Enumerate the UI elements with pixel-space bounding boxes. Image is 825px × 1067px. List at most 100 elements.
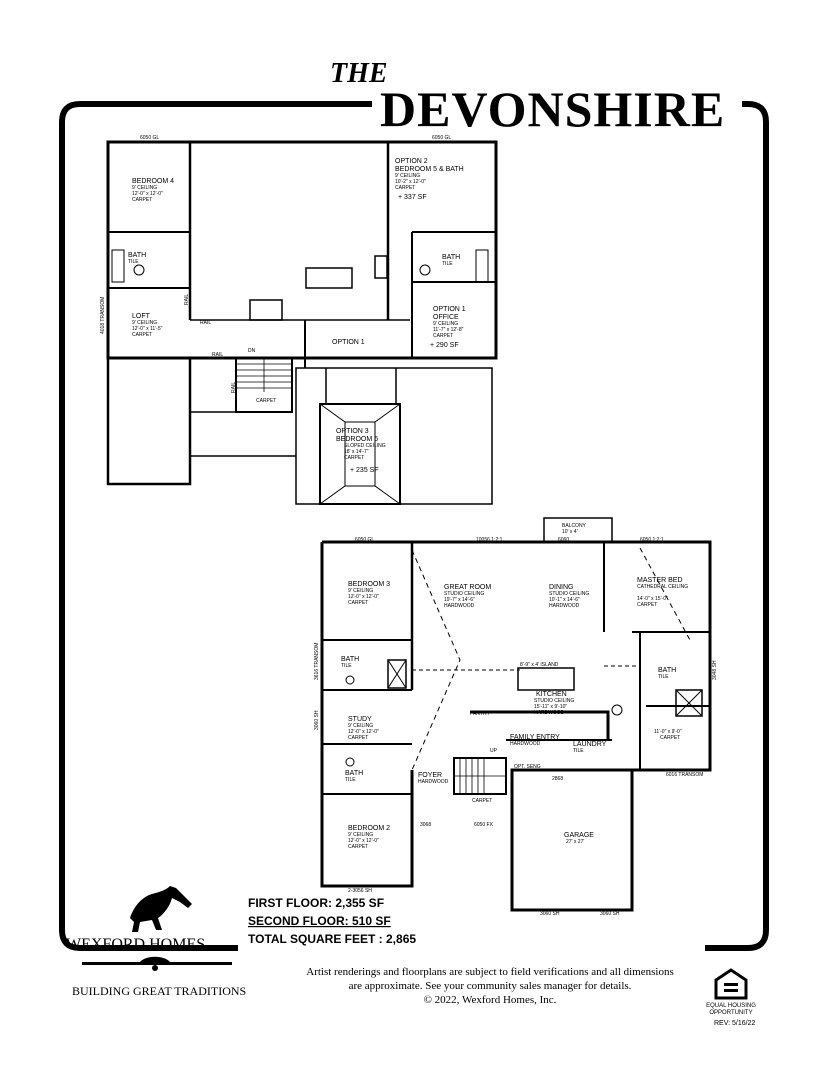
option3-room: BEDROOM 6 xyxy=(336,436,378,443)
great-room-floor: HARDWOOD xyxy=(444,603,475,609)
study-label: STUDY xyxy=(348,716,372,723)
dining-size: 10'-1" x 14'-6" xyxy=(549,597,580,603)
dim-3048: 3048 SH xyxy=(712,660,718,680)
option1-office-size: 11'-7" x 12'-8" xyxy=(433,327,464,333)
rail-1: RAIL xyxy=(184,294,190,305)
rail-2: RAIL xyxy=(200,320,211,326)
bath-b3-floor: TILE xyxy=(341,663,352,669)
transom-2f: 4018 TRANSOM xyxy=(100,297,106,334)
bedroom4-floor: CARPET xyxy=(132,197,152,203)
stair-carpet-1f: CARPET xyxy=(472,798,492,804)
option2-room: BEDROOM 5 & BATH xyxy=(395,166,464,173)
study-ceiling: 9' CEILING xyxy=(348,723,373,729)
dim-3060: 3060 SH xyxy=(314,710,320,730)
dim-top-right: 6050 1:2:1 xyxy=(640,537,664,543)
dim-garage-1: 3060 SH xyxy=(540,911,560,917)
copyright: © 2022, Wexford Homes, Inc. xyxy=(423,994,557,1006)
page-title: DEVONSHIRE xyxy=(380,81,726,137)
loft-size: 12'-0" x 11'-5" xyxy=(132,326,163,332)
bedroom2-floor: CARPET xyxy=(348,844,368,850)
page-frame-right xyxy=(705,101,769,951)
total-first-floor: FIRST FLOOR: 2,355 SF xyxy=(248,896,384,910)
option3-ceiling: SLOPED CEILING xyxy=(344,443,386,449)
foyer-floor: HARDWOOD xyxy=(418,779,449,785)
study-floor: CARPET xyxy=(348,735,368,741)
master-bath-label: BATH xyxy=(658,667,676,674)
study-size: 12'-0" x 12'-0" xyxy=(348,729,379,735)
equal-housing-icon xyxy=(714,968,748,1000)
brand-tagline: BUILDING GREAT TRADITIONS xyxy=(72,984,247,998)
rail-4: RAIL xyxy=(231,382,237,393)
kitchen-label: KITCHEN xyxy=(536,691,567,698)
total-second-floor: SECOND FLOOR: 510 SF xyxy=(248,914,391,928)
dining-floor: HARDWOOD xyxy=(549,603,580,609)
option3-sf: + 235 SF xyxy=(350,467,379,474)
great-room-ceiling: STUDIO CEILING xyxy=(444,591,484,597)
disclaimer: Artist renderings and floorplans are sub… xyxy=(275,965,705,1007)
foyer-label: FOYER xyxy=(418,772,442,779)
option1-office-room: OFFICE xyxy=(433,314,459,321)
horse-logo xyxy=(82,886,232,971)
eho-line-1: EQUAL HOUSING xyxy=(706,1003,756,1009)
dim-6016: 6016 TRANSOM xyxy=(666,772,703,778)
eho-line-2: OPPORTUNITY xyxy=(709,1010,753,1016)
loft-floor: CARPET xyxy=(132,332,152,338)
brand-name: WEXFORD HOMES xyxy=(66,936,206,953)
bedroom3-ceiling: 9' CEILING xyxy=(348,588,373,594)
disclaimer-line-1: Artist renderings and floorplans are sub… xyxy=(306,966,674,978)
option3-label: OPTION 3 xyxy=(336,428,369,435)
option2-size: 10'-2" x 12'-0" xyxy=(395,179,426,185)
garage-label: GARAGE xyxy=(564,832,594,839)
option2-label: OPTION 2 xyxy=(395,158,428,165)
great-room-size: 19'-7" x 14'-6" xyxy=(444,597,475,603)
bedroom2-size: 12'-0" x 12'-0" xyxy=(348,838,379,844)
equal-housing-label: EQUAL HOUSING OPPORTUNITY xyxy=(706,1003,756,1017)
option1-label: OPTION 1 xyxy=(332,339,365,346)
option3-size: 18' x 14'-7" xyxy=(344,449,369,455)
bedroom4-label: BEDROOM 4 xyxy=(132,178,174,185)
bedroom3-size: 12'-0" x 12'-0" xyxy=(348,594,379,600)
disclaimer-line-2: are approximate. See your community sale… xyxy=(348,980,632,992)
bath-right-floor: TILE xyxy=(442,261,453,267)
second-floor-plan xyxy=(106,140,498,505)
option2-sf: + 337 SF xyxy=(398,194,427,201)
bedroom2-label: BEDROOM 2 xyxy=(348,825,390,832)
stair-dn: DN xyxy=(248,348,256,354)
dim-2f-left: 6050 GL xyxy=(140,135,159,141)
dim-3068: 3068 xyxy=(420,822,431,828)
dim-top-left: 6050 GL xyxy=(355,537,374,543)
stair-carpet-2f: CARPET xyxy=(256,398,276,404)
revision-date: REV: 5/16/22 xyxy=(714,1020,756,1027)
balcony-label: BALCONY xyxy=(562,523,587,529)
rail-3: RAIL xyxy=(212,352,223,358)
bath-b2-floor: TILE xyxy=(345,777,356,783)
loft-ceiling: 9' CEILING xyxy=(132,320,157,326)
option1-office-sf: + 290 SF xyxy=(430,342,459,349)
kitchen-size: 15'-11" x 9'-10" xyxy=(534,704,567,710)
opt-seng: OPT. SENG xyxy=(514,764,541,770)
great-room-label: GREAT ROOM xyxy=(444,584,491,591)
master-label: MASTER BED xyxy=(637,577,683,584)
master-ceiling: CATHEDRAL CEILING xyxy=(637,584,688,590)
loft-label: LOFT xyxy=(132,313,151,320)
island-label: 8'-9" x 4' ISLAND xyxy=(520,662,559,668)
bath-b3-label: BATH xyxy=(341,656,359,663)
kitchen-floor: HARDWOOD xyxy=(534,710,565,716)
dim-bottom-left: 2-3056 SH xyxy=(348,888,372,894)
option3-floor: CARPET xyxy=(344,455,364,461)
dim-top-mid: 10056 1:2:1 xyxy=(476,537,503,543)
title-prefix: THE xyxy=(330,58,388,89)
bath-right-label: BATH xyxy=(442,254,460,261)
bath-left-floor: TILE xyxy=(128,259,139,265)
option1-office-ceiling: 9' CEILING xyxy=(433,321,458,327)
kitchen-ceiling: STUDIO CEILING xyxy=(534,698,574,704)
dim-2f-right: 6050 GL xyxy=(432,135,451,141)
laundry-label: LAUNDRY xyxy=(573,741,607,748)
master-floor: CARPET xyxy=(637,602,657,608)
bath-b2-label: BATH xyxy=(345,770,363,777)
bedroom3-floor: CARPET xyxy=(348,600,368,606)
bedroom2-ceiling: 9' CEILING xyxy=(348,832,373,838)
bath-left-label: BATH xyxy=(128,252,146,259)
dim-garage-2: 3060 SH xyxy=(600,911,620,917)
dim-6050fx: 6050 FX xyxy=(474,822,494,828)
